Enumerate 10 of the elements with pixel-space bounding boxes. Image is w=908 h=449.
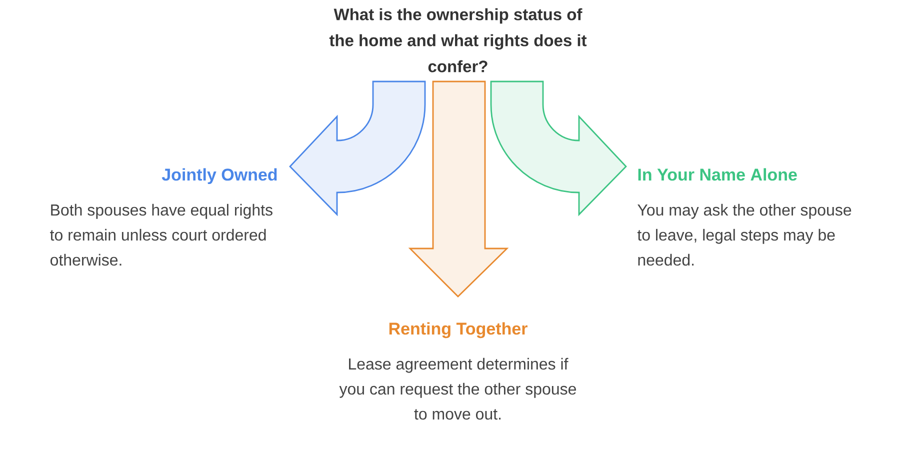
curved-arrow [408,80,509,298]
option-heading: Renting Together [389,322,528,338]
curved-arrow [289,80,426,216]
question-text: What is the ownership status of the home and what rights does it confer? [329,8,587,72]
option-description: You may ask the other spouse to leave, legal steps may be needed. [637,204,852,266]
option-heading: In Your Name Alone [638,168,797,181]
option-description: Both spouses have equal rights to remain unless court ordered otherwise. [50,204,272,266]
option-description: Lease agreement determines if you can request the other spouse to move out. [339,358,576,420]
option-heading: Jointly Owned [162,168,277,184]
curved-arrow [490,80,627,216]
